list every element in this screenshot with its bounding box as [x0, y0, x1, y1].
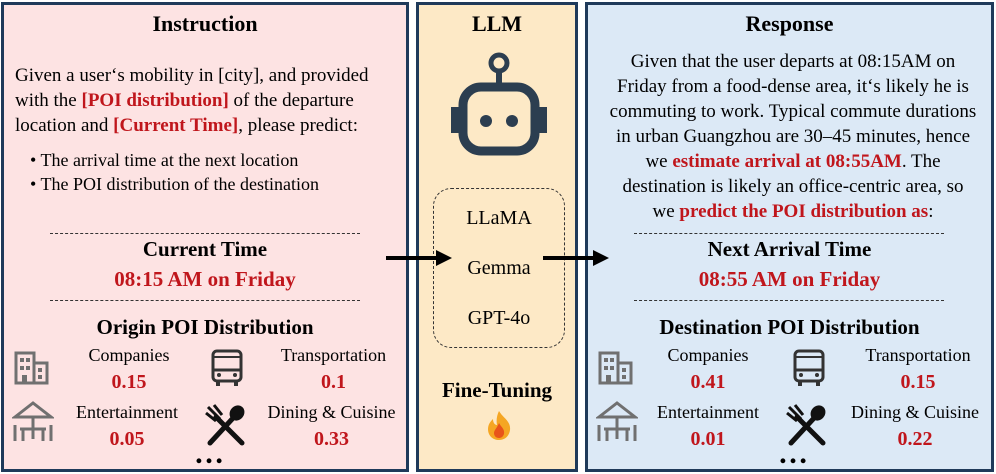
- flame-icon: [488, 411, 511, 440]
- poi-value-entertainment: 0.05: [109, 428, 145, 450]
- robot-icon: [451, 52, 547, 156]
- response-line-1: Given that the user departs at 08:15AM o…: [630, 51, 956, 72]
- instruction-title: Instruction: [152, 11, 258, 36]
- building-icon: [598, 351, 633, 385]
- model-llama: LLaMA: [466, 207, 532, 229]
- response-line-7-post: :: [928, 201, 934, 222]
- poi-value-dining: 0.33: [314, 428, 349, 450]
- predicted-poi-highlight: predict the POI distribution as: [679, 201, 929, 222]
- divider: [634, 300, 944, 301]
- divider: [50, 233, 360, 234]
- poi-value-transportation: 0.15: [900, 371, 936, 393]
- umbrella-table-icon: [12, 401, 54, 441]
- ellipsis: …: [778, 437, 808, 470]
- next-arrival-value: 08:55 AM on Friday: [698, 267, 881, 291]
- response-panel: Response Given that the user departs at …: [585, 2, 994, 472]
- instruction-line-3-post: , please predict:: [238, 115, 358, 136]
- instruction-panel: Instruction Given a user‘s mobility in […: [1, 2, 409, 472]
- poi-label-dining: Dining & Cuisine: [850, 402, 979, 422]
- utensils-icon: [205, 404, 245, 446]
- response-line-4: in urban Guangzhou are 30–45 minutes, he…: [615, 126, 971, 147]
- poi-distribution-placeholder: [POI distribution]: [81, 90, 229, 111]
- poi-label-companies: Companies: [667, 345, 749, 365]
- response-line-6: destination is likely an office-centric …: [622, 176, 964, 197]
- response-text: Given that the user departs at 08:15AM o…: [596, 49, 990, 224]
- arrow-right-icon: [386, 250, 452, 266]
- poi-label-entertainment: Entertainment: [76, 402, 178, 422]
- estimated-arrival-highlight: estimate arrival at 08:55AM: [672, 151, 902, 172]
- poi-label-transportation: Transportation: [280, 345, 387, 365]
- bus-icon: [793, 349, 825, 386]
- umbrella-table-icon: [596, 401, 638, 441]
- instruction-line-2: with the [POI distribution] of the depar…: [15, 88, 410, 113]
- current-time-value: 08:15 AM on Friday: [114, 267, 296, 291]
- poi-value-dining: 0.22: [897, 428, 933, 450]
- response-line-5-post: . The: [901, 151, 941, 172]
- poi-label-dining: Dining & Cuisine: [267, 402, 396, 422]
- arrow-right-icon: [543, 250, 609, 266]
- llm-title: LLM: [471, 11, 523, 36]
- model-list: LLaMA Gemma GPT-4o: [433, 188, 565, 348]
- next-arrival-heading: Next Arrival Time: [707, 237, 872, 261]
- model-gemma: Gemma: [467, 257, 531, 279]
- fine-tuning-label: Fine-Tuning: [441, 378, 553, 402]
- poi-label-entertainment: Entertainment: [657, 402, 759, 422]
- instruction-line-3-pre: location and: [15, 115, 114, 136]
- divider: [634, 233, 944, 234]
- response-line-5-pre: we: [645, 151, 673, 172]
- current-time-placeholder: [Current Time]: [113, 115, 239, 136]
- utensils-icon: [786, 404, 826, 446]
- instruction-line-2-post: of the departure: [228, 90, 354, 111]
- bullet-poi-distribution: • The POI distribution of the destinatio…: [30, 174, 319, 194]
- poi-value-transportation: 0.1: [321, 371, 346, 393]
- response-title: Response: [745, 11, 834, 36]
- poi-value-companies: 0.15: [111, 371, 147, 393]
- poi-label-transportation: Transportation: [865, 345, 971, 365]
- instruction-line-2-pre: with the: [15, 90, 82, 111]
- instruction-text: Given a user‘s mobility in [city], and p…: [15, 63, 410, 138]
- response-line-3: commuting to work. Typical commute durat…: [609, 101, 977, 122]
- current-time-heading: Current Time: [142, 237, 268, 261]
- response-line-2: Friday from a food-dense area, it‘s like…: [617, 76, 969, 97]
- poi-value-companies: 0.41: [690, 371, 726, 393]
- response-line-7: we predict the POI distribution as:: [596, 199, 990, 224]
- ellipsis: …: [194, 437, 224, 470]
- building-icon: [14, 351, 49, 385]
- poi-label-companies: Companies: [88, 345, 170, 365]
- llm-panel: LLM LLaMA Gemma GPT-4o Fine-Tuning: [416, 2, 578, 472]
- divider: [50, 300, 360, 301]
- destination-poi-heading: Destination POI Distribution: [659, 315, 920, 339]
- bullet-arrival-time: • The arrival time at the next location: [30, 150, 299, 170]
- instruction-line-3: location and [Current Time], please pred…: [15, 113, 410, 138]
- model-gpt4o: GPT-4o: [467, 307, 531, 329]
- instruction-line-1: Given a user‘s mobility in [city], and p…: [15, 65, 369, 86]
- bus-icon: [211, 349, 243, 386]
- poi-value-entertainment: 0.01: [690, 428, 726, 450]
- origin-poi-heading: Origin POI Distribution: [96, 315, 314, 339]
- response-line-5: we estimate arrival at 08:55AM. The: [596, 149, 990, 174]
- response-line-7-pre: we: [652, 201, 680, 222]
